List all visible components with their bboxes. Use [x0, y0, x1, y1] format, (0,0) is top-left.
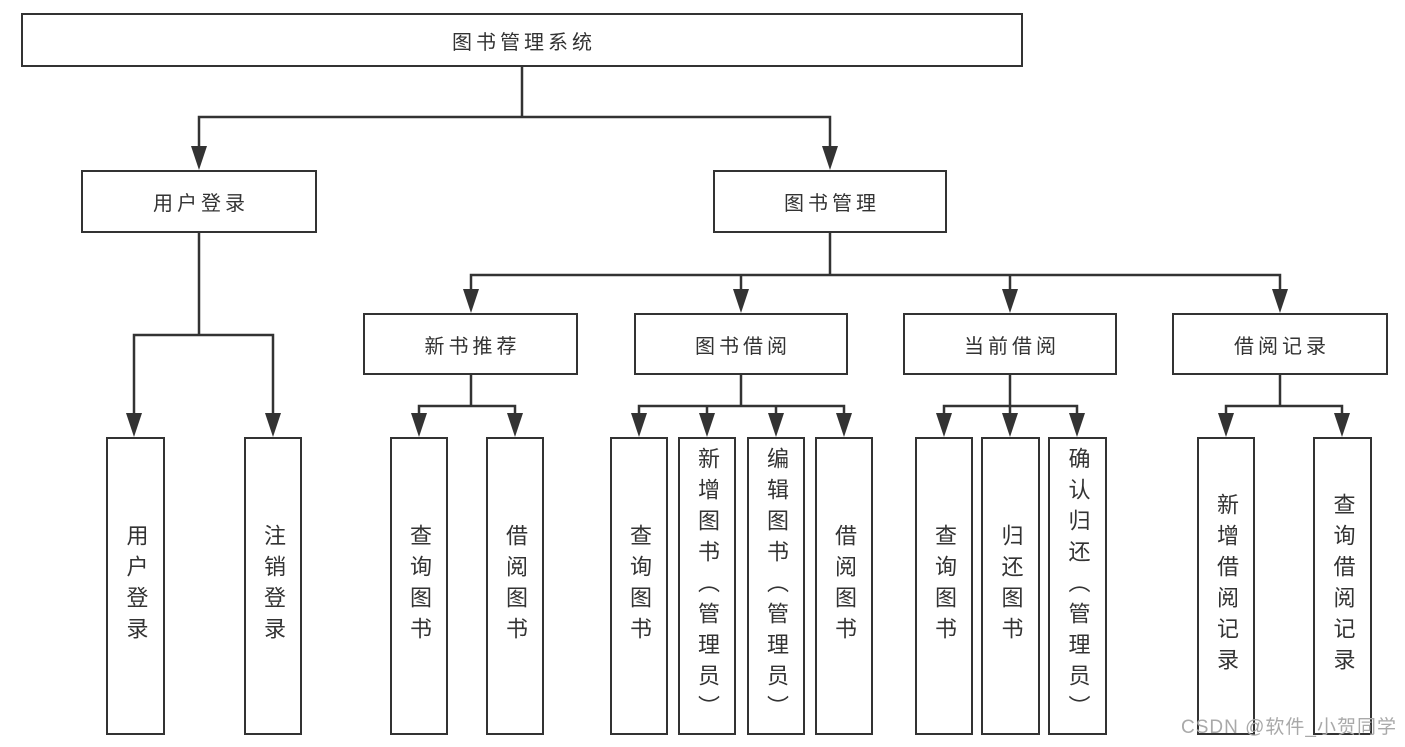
node-label: 借阅记录 [1234, 335, 1330, 358]
arrow-down-icon [699, 413, 715, 437]
connector-root-branch [197, 67, 832, 150]
leaf-user-login: 用户登录 [106, 437, 165, 735]
leaf-return-book: 归还图书 [981, 437, 1040, 735]
node-label: 注销登录 [261, 524, 286, 648]
leaf-query-books-2: 查询图书 [610, 437, 668, 735]
arrow-down-icon [507, 413, 523, 437]
arrow-down-icon [733, 289, 749, 313]
node-borrowing-records: 借阅记录 [1172, 313, 1388, 375]
arrow-down-icon [265, 413, 281, 437]
node-label: 借阅图书 [832, 524, 857, 648]
node-label: 归还图书 [998, 524, 1024, 648]
leaf-query-books-3: 查询图书 [915, 437, 973, 735]
leaf-edit-book-admin: 编辑图书（管理员） [747, 437, 805, 735]
leaf-add-borrow-record: 新增借阅记录 [1197, 437, 1255, 735]
csdn-watermark: CSDN @软件_小贺同学 [1181, 717, 1397, 738]
arrow-down-icon [768, 413, 784, 437]
arrow-down-icon [936, 413, 952, 437]
node-label: 用户登录 [153, 193, 249, 215]
arrow-down-icon [1272, 289, 1288, 313]
arrow-down-icon [463, 289, 479, 313]
node-label: 查询图书 [627, 524, 652, 648]
node-label: 借阅图书 [503, 524, 528, 648]
node-root-system: 图书管理系统 [21, 13, 1023, 67]
arrow-down-icon [1069, 413, 1085, 437]
leaf-logout: 注销登录 [244, 437, 302, 735]
connector-borrowing-records-branch [1224, 375, 1344, 417]
node-label: 新书推荐 [424, 335, 521, 358]
node-label: 图书管理 [784, 193, 880, 215]
leaf-add-book-admin: 新增图书（管理员） [678, 437, 736, 735]
node-label: 图书借阅 [695, 335, 791, 358]
leaf-query-borrow-record: 查询借阅记录 [1313, 437, 1372, 735]
arrowheads [126, 146, 1350, 437]
node-book-management: 图书管理 [713, 170, 947, 233]
node-label: 查询借阅记录 [1330, 493, 1356, 679]
node-current-borrowing: 当前借阅 [903, 313, 1117, 375]
node-new-book-recommend: 新书推荐 [363, 313, 578, 375]
connector-new-book-branch [417, 375, 517, 417]
node-label: 图书管理系统 [452, 31, 596, 54]
arrow-down-icon [126, 413, 142, 437]
connector-book-management-branch [469, 233, 1282, 295]
node-label: 新增图书（管理员） [695, 446, 720, 726]
arrow-down-icon [411, 413, 427, 437]
node-label: 新增借阅记录 [1214, 493, 1239, 679]
node-label: 查询图书 [407, 524, 432, 648]
arrow-down-icon [836, 413, 852, 437]
leaf-borrow-books-2: 借阅图书 [815, 437, 873, 735]
leaf-query-books-1: 查询图书 [390, 437, 448, 735]
node-label: 当前借阅 [964, 335, 1060, 358]
node-label: 编辑图书（管理员） [764, 446, 789, 726]
arrow-down-icon [1334, 413, 1350, 437]
arrow-down-icon [1002, 289, 1018, 313]
node-label: 确认归还（管理员） [1065, 446, 1091, 726]
node-label: 用户登录 [123, 524, 149, 648]
arrow-down-icon [1002, 413, 1018, 437]
node-label: 查询图书 [932, 524, 957, 648]
arrow-down-icon [191, 146, 207, 170]
connector-current-borrowing-branch [942, 375, 1079, 417]
connector-book-borrowing-branch [637, 375, 846, 417]
leaf-borrow-books-1: 借阅图书 [486, 437, 544, 735]
arrow-down-icon [631, 413, 647, 437]
arrow-down-icon [822, 146, 838, 170]
node-book-borrowing: 图书借阅 [634, 313, 848, 375]
leaf-confirm-return-admin: 确认归还（管理员） [1048, 437, 1107, 735]
connector-user-login-branch [132, 233, 275, 417]
arrow-down-icon [1218, 413, 1234, 437]
node-user-login: 用户登录 [81, 170, 317, 233]
